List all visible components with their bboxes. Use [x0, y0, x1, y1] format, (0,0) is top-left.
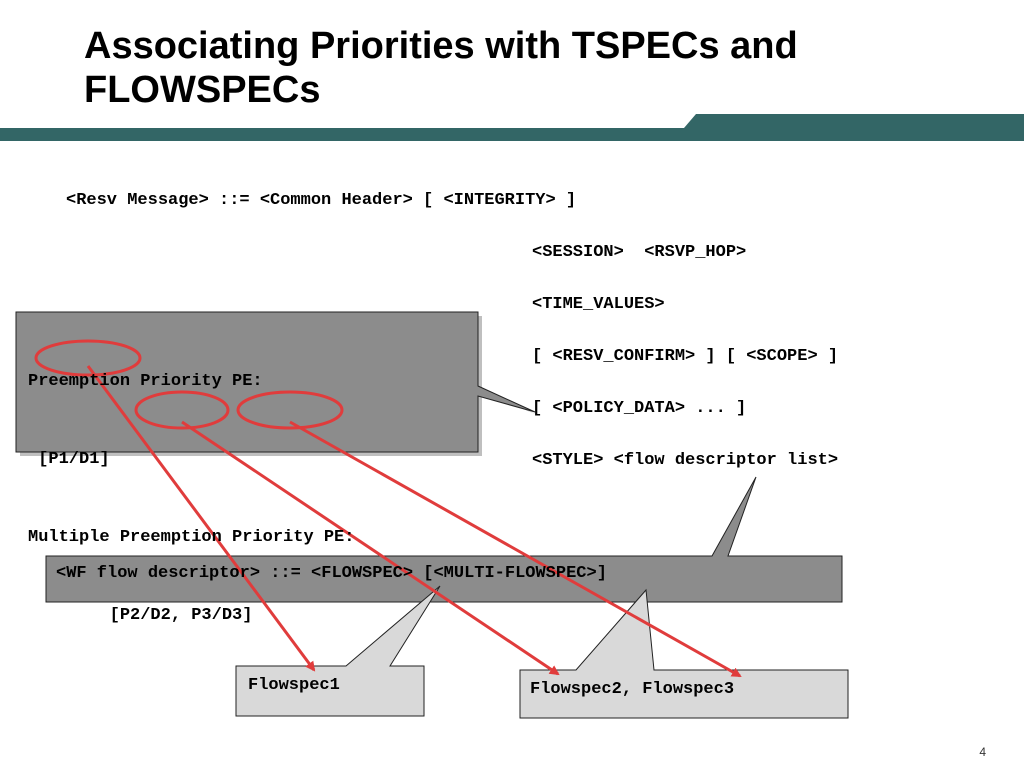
resv-message-line-6: <STYLE> <flow descriptor list> — [532, 451, 839, 470]
wf-descriptor-callout-box — [45, 476, 843, 603]
preemption-callout-text: Preemption Priority PE: [P1/D1] Multiple… — [28, 317, 354, 681]
resv-message-line-5: [ <POLICY_DATA> ... ] — [532, 399, 747, 418]
highlight-p1-d1 — [34, 339, 142, 377]
multiple-preemption-priority-value: [P2/D2, P3/D3] — [28, 606, 253, 625]
flowspec1-callout-box — [235, 585, 441, 717]
resv-message-line-4: [ <RESV_CONFIRM> ] [ <SCOPE> ] — [532, 347, 839, 366]
flowspec1-text: Flowspec1 — [248, 676, 340, 695]
preemption-callout-box — [15, 311, 536, 453]
slide-title-line-2: FLOWSPECs — [84, 69, 321, 111]
header-band — [0, 114, 1024, 141]
arrow-p1-to-flowspec1 — [86, 365, 316, 672]
flowspec23-text: Flowspec2, Flowspec3 — [530, 680, 735, 699]
slide-title: Associating Priorities with TSPECs and F… — [84, 24, 984, 112]
resv-message-line-3: <TIME_VALUES> — [532, 295, 665, 314]
highlight-p3-d3 — [236, 390, 344, 430]
flowspec23-callout-box — [519, 588, 849, 719]
multiple-preemption-priority-label: Multiple Preemption Priority PE: — [28, 528, 355, 547]
highlight-p2-d2 — [134, 390, 230, 430]
wf-flow-descriptor-text: <WF flow descriptor> ::= <FLOWSPEC> [<MU… — [56, 564, 607, 583]
arrow-p3-to-flowspec3 — [289, 420, 742, 678]
preemption-priority-label: Preemption Priority PE: — [28, 372, 263, 391]
resv-message-line-1: <Resv Message> ::= <Common Header> [ <IN… — [66, 191, 577, 210]
resv-message-line-2: <SESSION> <RSVP_HOP> — [532, 243, 747, 262]
page-number: 4 — [979, 745, 986, 759]
preemption-priority-value: [P1/D1] — [28, 450, 110, 469]
slide-title-line-1: Associating Priorities with TSPECs and — [84, 25, 798, 67]
arrow-p2-to-flowspec2 — [181, 420, 560, 676]
